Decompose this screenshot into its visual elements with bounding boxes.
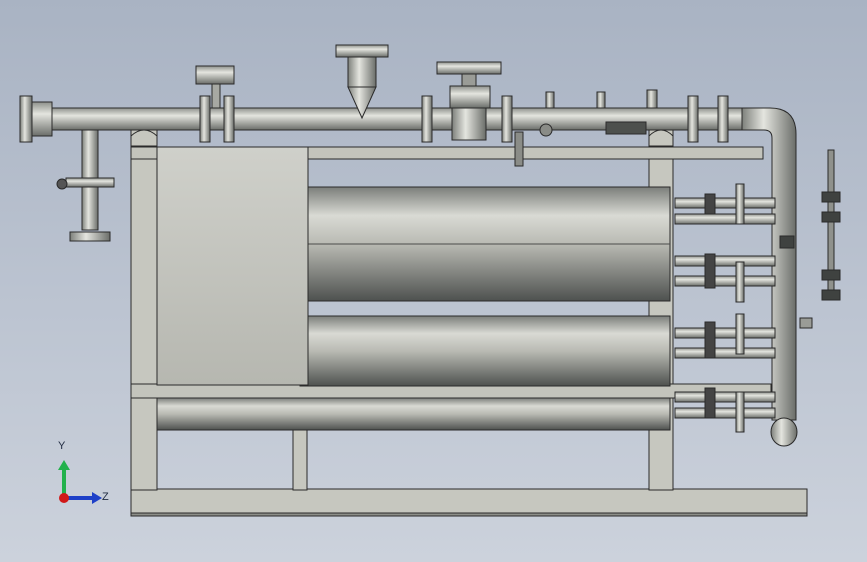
frame-brackets — [130, 129, 674, 147]
left-branch-pipe[interactable] — [56, 129, 115, 242]
z-axis-label: Z — [102, 491, 109, 503]
coordinate-triad: Y Z — [44, 438, 124, 518]
header-flange[interactable] — [223, 95, 235, 143]
tank-lower[interactable] — [156, 397, 671, 431]
header-flange[interactable] — [421, 95, 433, 143]
frame-post-right[interactable] — [648, 129, 674, 491]
y-axis-label: Y — [58, 440, 66, 452]
inlet-flange[interactable] — [19, 95, 33, 143]
header-flange[interactable] — [199, 95, 211, 143]
x-axis-dot — [59, 493, 69, 503]
side-nozzles[interactable] — [674, 183, 776, 433]
main-header-pipe[interactable] — [19, 95, 743, 143]
instrument-column[interactable] — [779, 149, 841, 329]
branch-flange[interactable] — [69, 231, 111, 242]
header-flange[interactable] — [687, 95, 699, 143]
header-instruments[interactable] — [514, 89, 658, 167]
header-flange[interactable] — [501, 95, 513, 143]
handwheel-icon[interactable] — [56, 178, 68, 190]
actuator-valve[interactable] — [195, 65, 235, 109]
gate-valve[interactable] — [436, 61, 502, 141]
y-axis-head — [58, 460, 70, 470]
front-cover-panel[interactable] — [156, 146, 309, 386]
z-axis-head — [92, 492, 102, 504]
header-flange[interactable] — [717, 95, 729, 143]
elbow-pipe[interactable] — [741, 107, 798, 447]
top-flange-nozzle[interactable] — [335, 44, 389, 120]
frame-post-left[interactable] — [130, 129, 158, 491]
tank-middle[interactable] — [299, 315, 671, 387]
tank-upper[interactable] — [299, 186, 671, 302]
triad-graphic — [58, 460, 102, 504]
